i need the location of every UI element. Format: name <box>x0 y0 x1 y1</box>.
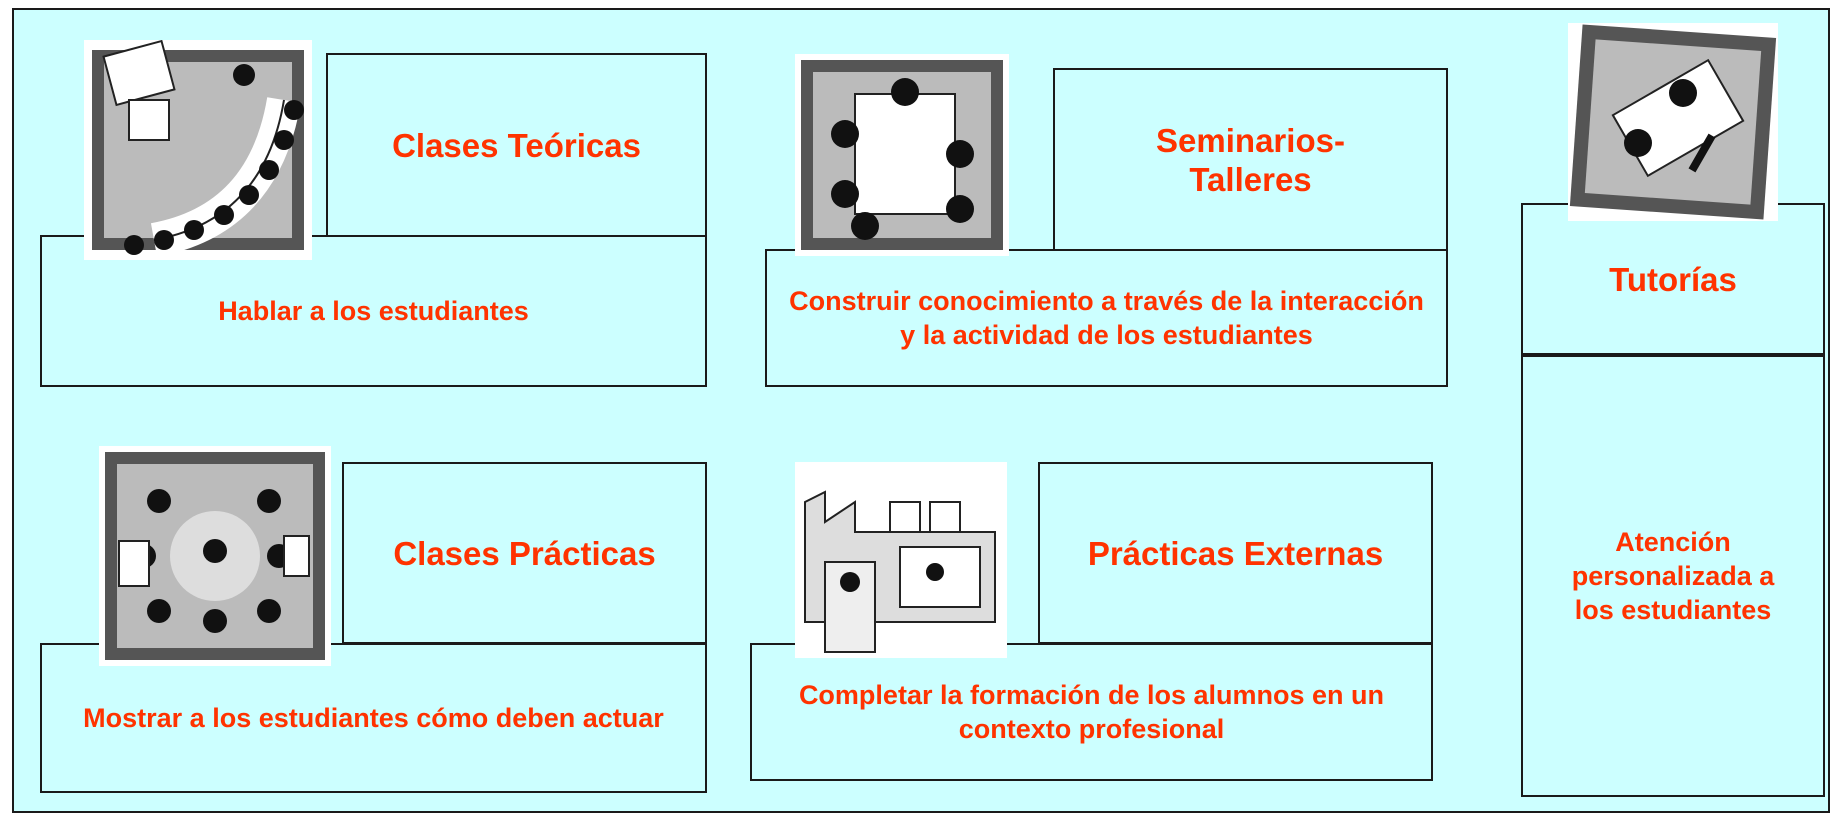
seminarios-talleres-description: Construir conocimiento a través de la in… <box>789 286 1424 350</box>
clases-teoricas-title: Clases Teóricas <box>392 126 641 164</box>
clases-practicas-description-box: Mostrar a los estudiantes cómo deben act… <box>40 643 707 793</box>
tutorias-title: Tutorías <box>1609 260 1737 298</box>
seminarios-talleres-description-box: Construir conocimiento a través de la in… <box>765 249 1448 387</box>
clases-practicas-description: Mostrar a los estudiantes cómo deben act… <box>83 703 664 733</box>
tutorias-description: Atención personalizada a los estudiantes <box>1571 527 1775 625</box>
clases-teoricas-title-box: Clases Teóricas <box>326 53 707 237</box>
seminarios-talleres-title: Seminarios-Talleres <box>1156 122 1345 198</box>
clases-teoricas-description: Hablar a los estudiantes <box>218 296 529 326</box>
workplace-icon <box>795 462 1007 658</box>
lecture-room-icon <box>84 40 312 260</box>
practical-class-icon <box>99 446 331 666</box>
practicas-externas-title: Prácticas Externas <box>1087 534 1384 572</box>
tutorias-title-box: Tutorías <box>1521 203 1825 355</box>
clases-practicas-title-box: Clases Prácticas <box>342 462 707 644</box>
practicas-externas-description: Completar la formación de los alumnos en… <box>798 680 1385 744</box>
tutorias-description-box: Atención personalizada a los estudiantes <box>1521 355 1825 797</box>
practicas-externas-title-box: Prácticas Externas <box>1038 462 1433 644</box>
seminarios-talleres-title-box: Seminarios-Talleres <box>1053 68 1448 252</box>
tutoring-desk-icon <box>1568 23 1778 221</box>
clases-practicas-title: Clases Prácticas <box>393 534 656 572</box>
clases-teoricas-description-box: Hablar a los estudiantes <box>40 235 707 387</box>
practicas-externas-description-box: Completar la formación de los alumnos en… <box>750 643 1433 781</box>
seminar-table-icon <box>795 54 1009 256</box>
